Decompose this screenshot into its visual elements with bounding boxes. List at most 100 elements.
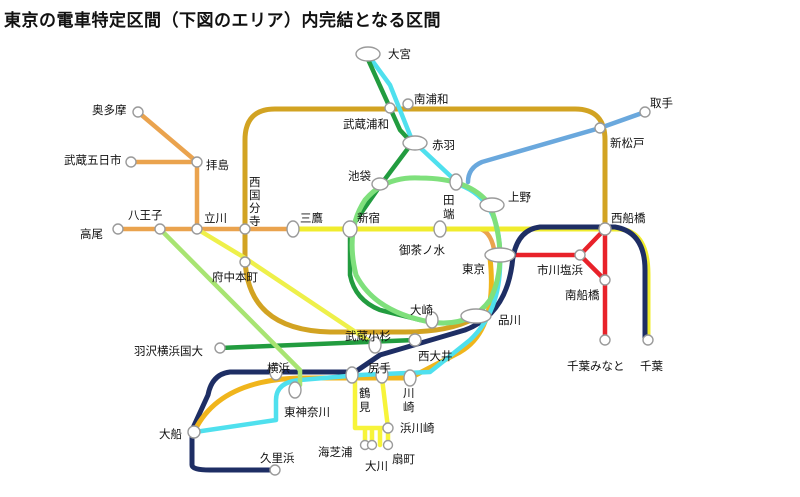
station-omiya-marker [355, 46, 381, 62]
label-fuchuhommachi: 府中本町 [212, 270, 258, 284]
station-ichikawashiohama-marker [574, 249, 586, 261]
nambu-branch-line [379, 375, 391, 431]
station-kurihama-marker [269, 464, 281, 476]
station-okutama-marker [132, 106, 144, 118]
label-shinmatsudo: 新松戸 [610, 136, 645, 150]
label-shinagawa: 品川 [498, 313, 521, 327]
station-ueno-marker [479, 197, 505, 213]
station-shinmatsudo-marker [594, 122, 606, 134]
svg-text:田: 田 [443, 193, 455, 207]
station-tabata-marker [449, 173, 463, 191]
station-yokohama-marker [269, 363, 283, 381]
station-osaki-marker [425, 311, 439, 329]
label-haijima: 拝島 [206, 158, 229, 172]
label-ikebukuro: 池袋 [348, 169, 371, 183]
station-haijima-marker [191, 156, 203, 168]
station-kawasaki-marker [403, 369, 417, 387]
station-ikebukuro-marker [371, 177, 389, 191]
label-toride: 取手 [650, 96, 673, 110]
station-hachioji-marker [154, 223, 166, 235]
label-ichikawashiohama: 市川塩浜 [537, 263, 583, 277]
label-hazawa: 羽沢横浜国大 [134, 344, 203, 358]
label-shiriteku: 尻手 [368, 361, 391, 375]
station-minamifunabashi-marker [599, 274, 611, 286]
station-musashiurawa-marker [384, 102, 396, 114]
label-kurihama: 久里浜 [260, 451, 295, 465]
label-omiya: 大宮 [388, 47, 411, 61]
label-musashikosugi: 武蔵小杉 [345, 329, 391, 343]
label-higashikanagawa: 東神奈川 [284, 405, 330, 419]
label-minamiurawa: 南浦和 [414, 92, 449, 106]
station-hamakawasaki-marker [382, 422, 394, 434]
station-shiriteku-marker [375, 366, 389, 384]
label-minamifunabashi: 南船橋 [565, 288, 600, 302]
station-nishioi-marker [408, 333, 422, 347]
label-tokyo: 東京 [462, 262, 485, 276]
label-ofuna: 大船 [159, 427, 182, 441]
label-chiba: 千葉 [640, 359, 663, 373]
label-chibaminato: 千葉みなと [567, 359, 625, 373]
station-ogimachi-marker [382, 439, 394, 451]
station-nishikokubunji-marker [239, 223, 251, 235]
station-tachikawa-marker [191, 223, 203, 235]
label-takao: 高尾 [80, 227, 103, 241]
station-musashikosugi-marker [368, 336, 382, 354]
label-tsurumi: 鶴 見 [359, 386, 371, 414]
station-higashikanagawa-marker [288, 381, 302, 399]
station-chibaminato-marker [599, 334, 611, 346]
station-ofuna-marker [187, 425, 201, 439]
svg-text:崎: 崎 [403, 400, 415, 414]
station-takao-marker [112, 223, 124, 235]
label-okutama: 奥多摩 [92, 103, 127, 117]
label-nishifunabashi: 西船橋 [611, 211, 646, 225]
label-ueno: 上野 [508, 190, 531, 204]
svg-text:寺: 寺 [249, 214, 261, 228]
svg-text:端: 端 [443, 207, 455, 221]
label-umishibaura: 海芝浦 [318, 445, 353, 459]
station-akabane-marker [402, 135, 428, 151]
station-okawa-marker [366, 439, 378, 451]
label-hamakawasaki: 浜川崎 [400, 421, 435, 435]
svg-text:国: 国 [249, 188, 261, 202]
label-nishioi: 西大井 [418, 349, 453, 363]
station-toride-marker [639, 106, 651, 118]
saikyo-line [217, 52, 423, 351]
label-tabata: 田 端 [443, 193, 455, 221]
station-nishifunabashi-marker [598, 222, 612, 236]
label-musashiitsukaichi: 武蔵五日市 [64, 153, 122, 167]
svg-text:見: 見 [359, 400, 371, 414]
station-minamiurawa-marker [402, 98, 414, 110]
station-mitaka-marker [286, 220, 300, 238]
station-itsukaichi-marker [125, 156, 137, 168]
label-osaki: 大崎 [410, 303, 433, 317]
station-shinagawa-marker [460, 308, 492, 324]
svg-text:川: 川 [403, 386, 415, 400]
station-chiba-marker [642, 334, 654, 346]
label-ochanomizu: 御茶ノ水 [399, 243, 445, 257]
label-okawa: 大川 [365, 459, 388, 473]
station-tsurumi-marker [345, 366, 359, 384]
label-hachioji: 八王子 [128, 208, 163, 222]
joban-line [465, 109, 648, 185]
svg-text:分: 分 [249, 201, 261, 215]
label-nishikokubunji: 西 国 分 寺 [249, 175, 261, 228]
label-mitaka: 三鷹 [300, 211, 323, 225]
svg-text:西: 西 [249, 175, 261, 189]
map-title: 東京の電車特定区間（下図のエリア）内完結となる区間 [4, 11, 441, 31]
label-musashiurawa: 武蔵浦和 [343, 117, 389, 131]
tsurumi-line [352, 375, 391, 448]
station-fuchuhommachi-marker [239, 256, 251, 268]
svg-text:鶴: 鶴 [359, 386, 371, 400]
station-shinjuku-marker [342, 220, 358, 238]
label-yokohama: 横浜 [267, 361, 290, 375]
label-akabane: 赤羽 [432, 138, 455, 152]
label-shinjuku: 新宿 [357, 211, 380, 225]
station-tokyo-marker [484, 247, 516, 263]
label-kawasaki: 川 崎 [403, 386, 415, 414]
station-hazawa-marker [214, 342, 226, 354]
yokohama-line [157, 226, 303, 388]
label-tachikawa: 立川 [204, 211, 227, 225]
station-ochanomizu-marker [433, 220, 447, 238]
label-ogimachi: 扇町 [392, 452, 415, 466]
